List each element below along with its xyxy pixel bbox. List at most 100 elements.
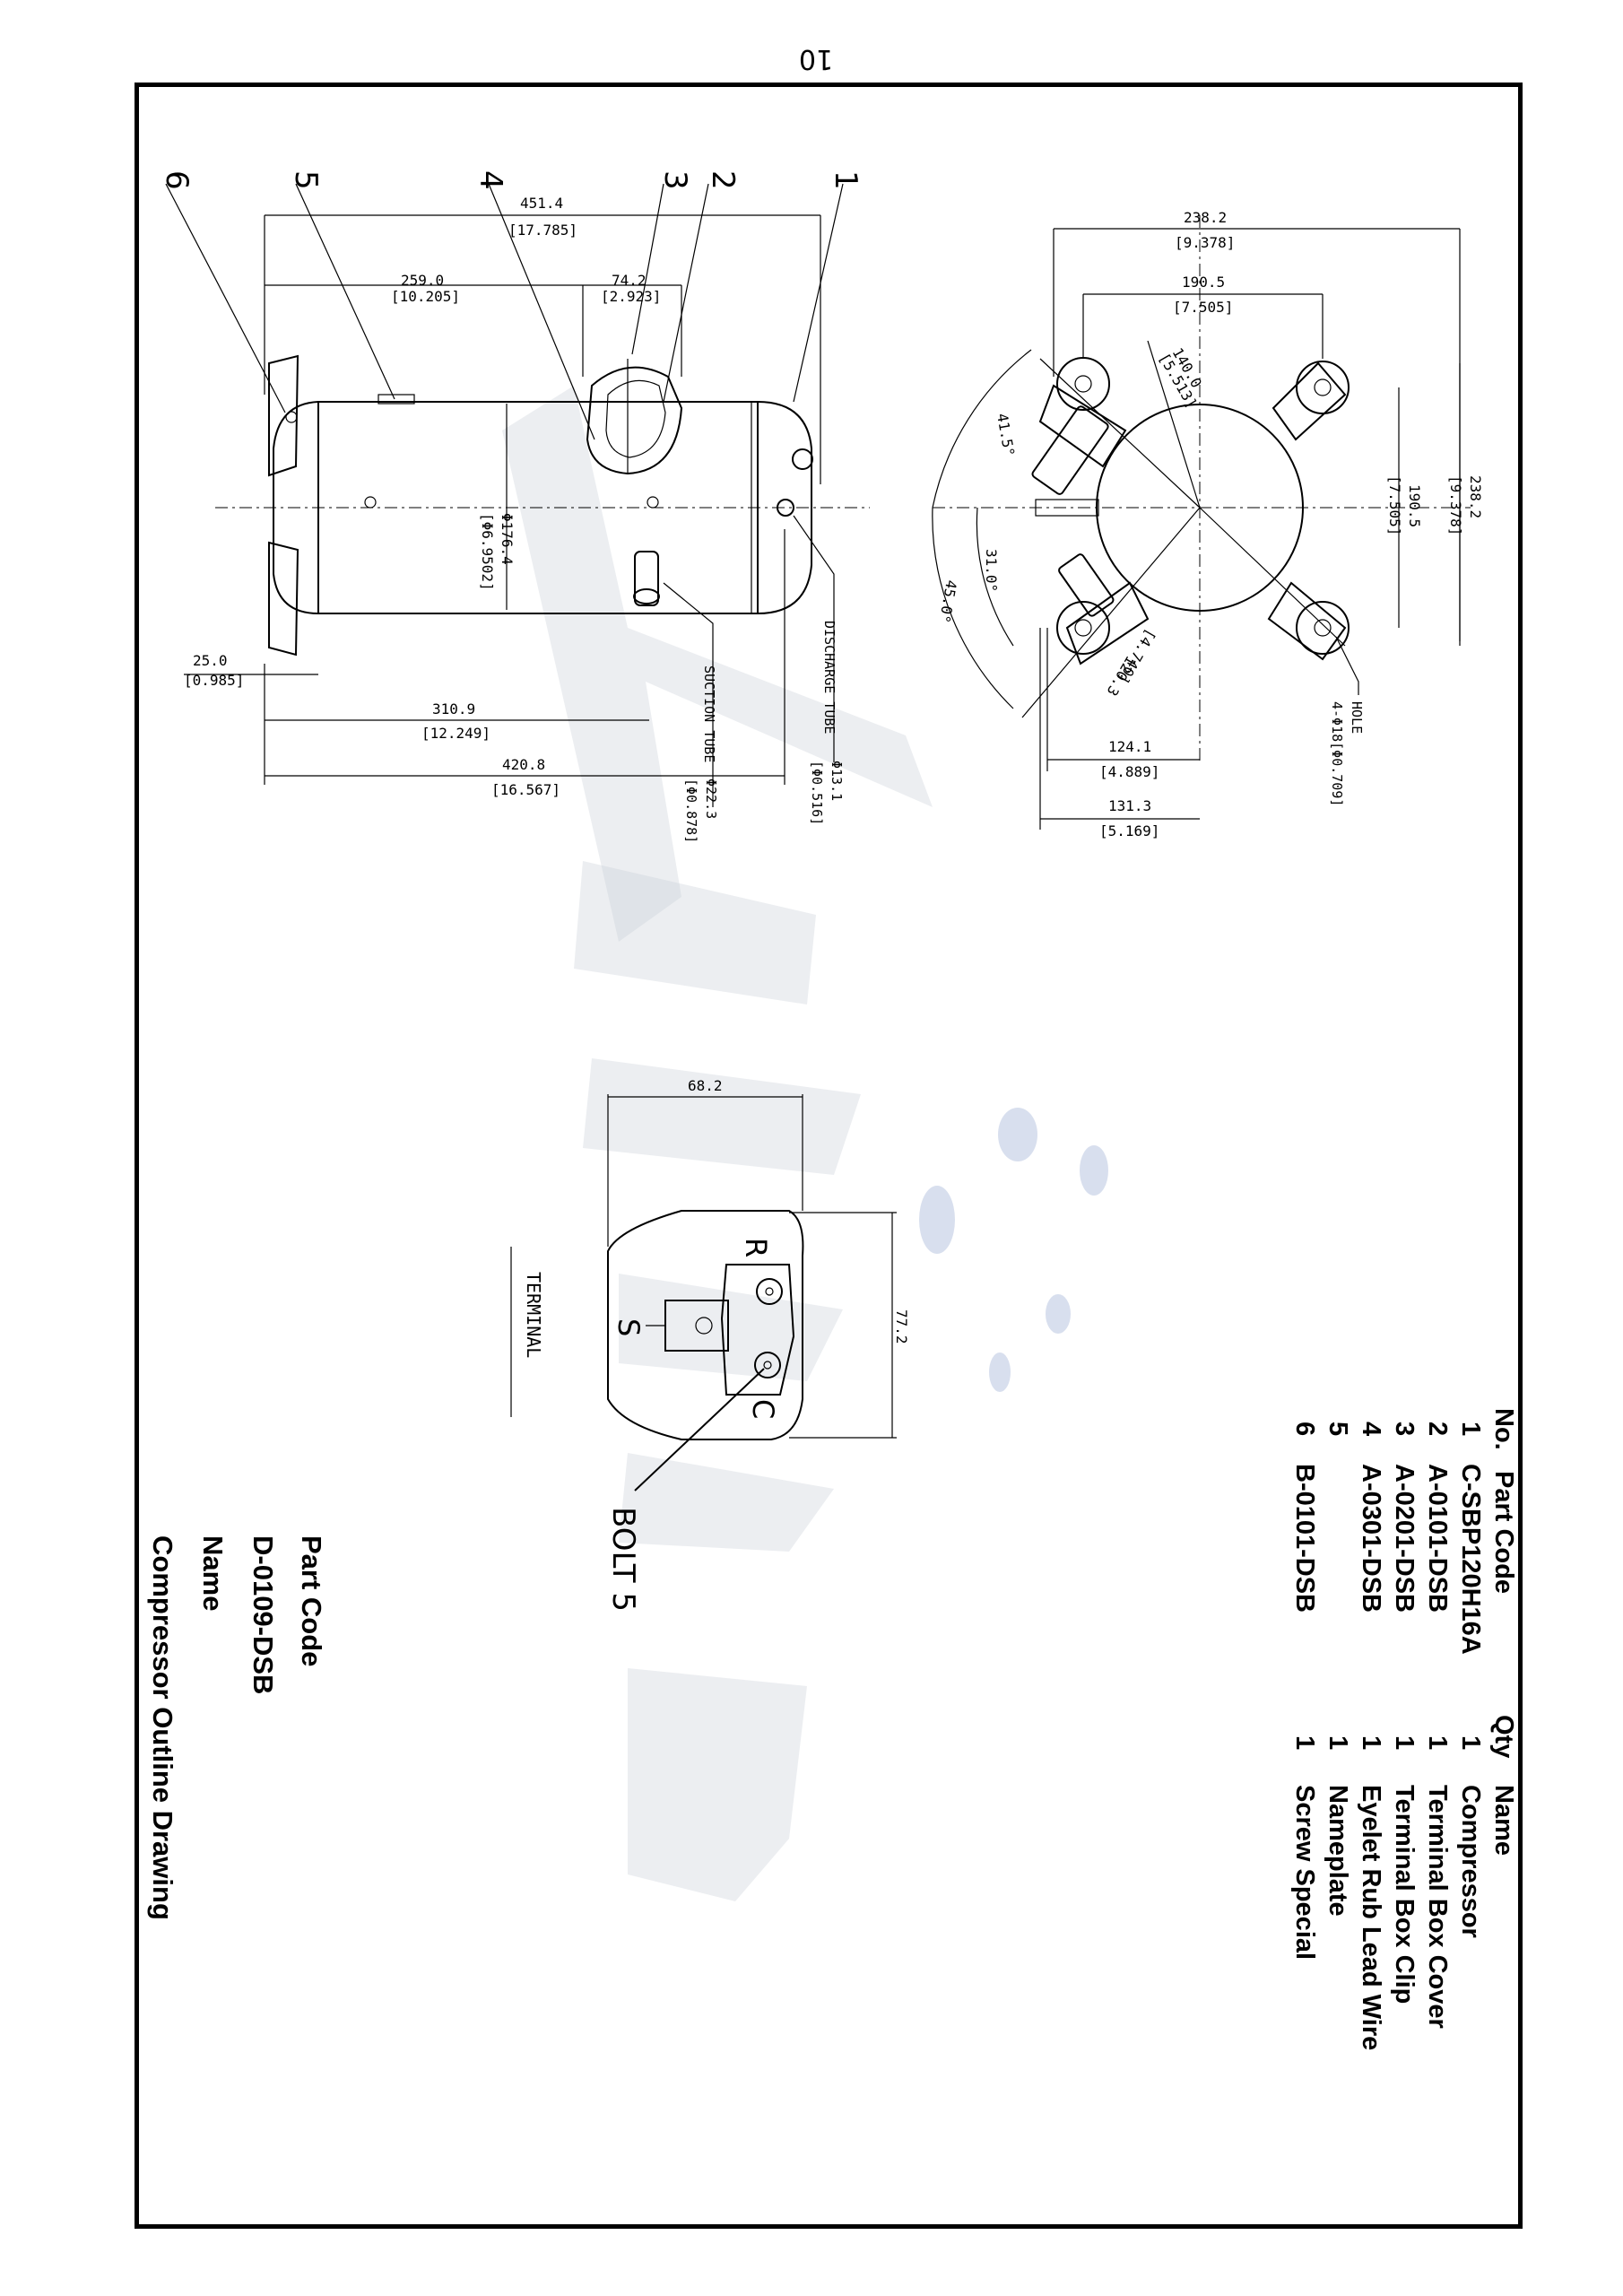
callout-2: 2 (705, 170, 741, 190)
dim-discharge-pos-in: [16.567] (491, 781, 560, 798)
mount-hole-4 (1056, 601, 1110, 655)
terminal-pin-r: R (739, 1238, 773, 1257)
bom-row-no: 6 (1290, 1422, 1319, 1436)
dim-box-width-in: [2.923] (601, 288, 661, 305)
dim-offset-b: 131.3 (1108, 797, 1151, 814)
dim-side-inner: 190.5 (1406, 484, 1423, 527)
bom-row-qty: 1 (1290, 1735, 1319, 1750)
angle-41-5: 41.5° (994, 412, 1018, 457)
bolt-label: BOLT 5 (605, 1507, 641, 1612)
dim-tube-offset: 259.0 (401, 272, 444, 289)
dim-side-outer: 238.2 (1467, 475, 1484, 518)
bom-row-qty: 1 (1423, 1735, 1452, 1750)
dim-offset-c-in: [4.740] (1115, 626, 1159, 687)
pin-r (756, 1278, 783, 1305)
bom-row-code: A-0201-DSB (1390, 1464, 1419, 1613)
nameplate (378, 394, 415, 404)
dim-shell-diameter-in: [Φ6.9502] (479, 513, 496, 591)
mount-hole-3 (1296, 601, 1350, 655)
bom-row-code: A-0301-DSB (1357, 1464, 1385, 1613)
dim-suction-pos: 310.9 (432, 700, 475, 718)
mount-hole-2 (1296, 361, 1350, 414)
bom-row-name: Screw Special (1290, 1785, 1319, 1960)
discharge-tube-label: DISCHARGE TUBE (821, 621, 838, 734)
bom-header-code: Part Code (1489, 1471, 1518, 1594)
bom-header-no: No. (1489, 1408, 1518, 1450)
dim-offset-b-in: [5.169] (1099, 822, 1159, 839)
callout-6: 6 (159, 170, 195, 190)
discharge-tube-size-in: [Φ0.516] (809, 761, 825, 825)
callout-3: 3 (657, 170, 693, 190)
dim-box-width: 74.2 (612, 272, 647, 289)
part-code-value: D-0109-DSB (247, 1535, 279, 1694)
suction-tube (634, 551, 659, 606)
title-block: Part Code D-0109-DSB Name Compressor Out… (147, 1535, 327, 1920)
dim-overall-length-in: [17.785] (508, 222, 577, 239)
bom-row-qty: 1 (1357, 1735, 1385, 1750)
bom-header-qty: Qty (1489, 1715, 1518, 1758)
dim-offset-a-in: [4.889] (1099, 763, 1159, 780)
terminal-pin-c: C (746, 1399, 780, 1419)
name-label: Name (197, 1535, 229, 1611)
bom-table: No. Part Code Qty Name 1 C-SBP120H16A 1 … (1290, 1408, 1518, 2050)
dim-discharge-pos: 420.8 (502, 756, 545, 773)
dim-foot-thickness-in: [0.985] (184, 672, 244, 689)
dim-side-inner-in: [7.505] (1386, 475, 1403, 535)
bom-row-code: A-0101-DSB (1423, 1464, 1452, 1613)
terminal-box (586, 366, 683, 475)
dim-tube-offset-in: [10.205] (391, 288, 460, 305)
pin-c (754, 1352, 781, 1378)
terminal-detail (510, 1094, 897, 1492)
bom-row-qty: 1 (1324, 1735, 1352, 1750)
terminal-title: TERMINAL (523, 1272, 544, 1358)
side-view (165, 183, 870, 807)
mounting-foot-bottom (268, 541, 299, 657)
bom-row-name: Nameplate (1324, 1785, 1352, 1917)
drawing-frame (135, 83, 1523, 2229)
mount-hole-1 (1056, 357, 1110, 411)
terminal-width: 68.2 (688, 1077, 723, 1094)
bom-row-no: 5 (1324, 1422, 1352, 1436)
bom-row-name: Terminal Box Cover (1423, 1785, 1452, 2029)
callout-4: 4 (473, 170, 508, 190)
bom-row-no: 1 (1456, 1422, 1485, 1436)
bom-row-code: B-0101-DSB (1290, 1464, 1319, 1613)
dim-mount-inner: 190.5 (1182, 274, 1225, 291)
bom-row-qty: 1 (1456, 1735, 1485, 1750)
suction-tube-label: SUCTION TUBE (701, 665, 717, 762)
bom-row-name: Terminal Box Clip (1390, 1785, 1419, 2004)
top-view (932, 215, 1471, 830)
drawing-name: Compressor Outline Drawing (147, 1535, 178, 1920)
hole-label: HOLE (1349, 701, 1365, 734)
dim-shell-diameter: Φ176.4 (499, 513, 516, 565)
terminal-pin-s: S (612, 1318, 646, 1336)
suction-tube-size: Φ22.3 (703, 778, 719, 819)
dim-mount-inner-in: [7.505] (1173, 299, 1233, 316)
callout-1: 1 (828, 170, 864, 190)
dim-suction-pos-in: [12.249] (421, 725, 490, 742)
hole-spec: 4-Φ18[Φ0.709] (1329, 701, 1345, 806)
part-code-label: Part Code (296, 1535, 327, 1666)
angle-45-0: 45.0° (936, 578, 960, 624)
callout-5: 5 (288, 170, 324, 190)
dim-mount-outer: 238.2 (1184, 209, 1227, 226)
bom-row-no: 4 (1357, 1422, 1385, 1436)
suction-tube-size-in: [Φ0.878] (683, 778, 699, 843)
bom-row-qty: 1 (1390, 1735, 1419, 1750)
discharge-tube-size: Φ13.1 (829, 761, 845, 801)
bom-row-no: 2 (1423, 1422, 1452, 1436)
bom-row-code: C-SBP120H16A (1456, 1464, 1485, 1655)
bom-row-no: 3 (1390, 1422, 1419, 1436)
dim-mount-outer-in: [9.378] (1175, 234, 1235, 251)
bom-row-name: Eyelet Rub Lead Wire (1357, 1785, 1385, 2050)
terminal-stud (792, 448, 813, 470)
dim-foot-thickness: 25.0 (193, 652, 228, 669)
mounting-foot-top (268, 354, 299, 477)
dim-side-outer-in: [9.378] (1447, 475, 1464, 535)
bom-header-name: Name (1489, 1785, 1518, 1856)
dim-overall-length: 451.4 (520, 195, 563, 212)
dim-offset-a: 124.1 (1108, 738, 1151, 755)
terminal-box-outline (607, 1210, 804, 1440)
bom-row-name: Compressor (1456, 1785, 1485, 1938)
